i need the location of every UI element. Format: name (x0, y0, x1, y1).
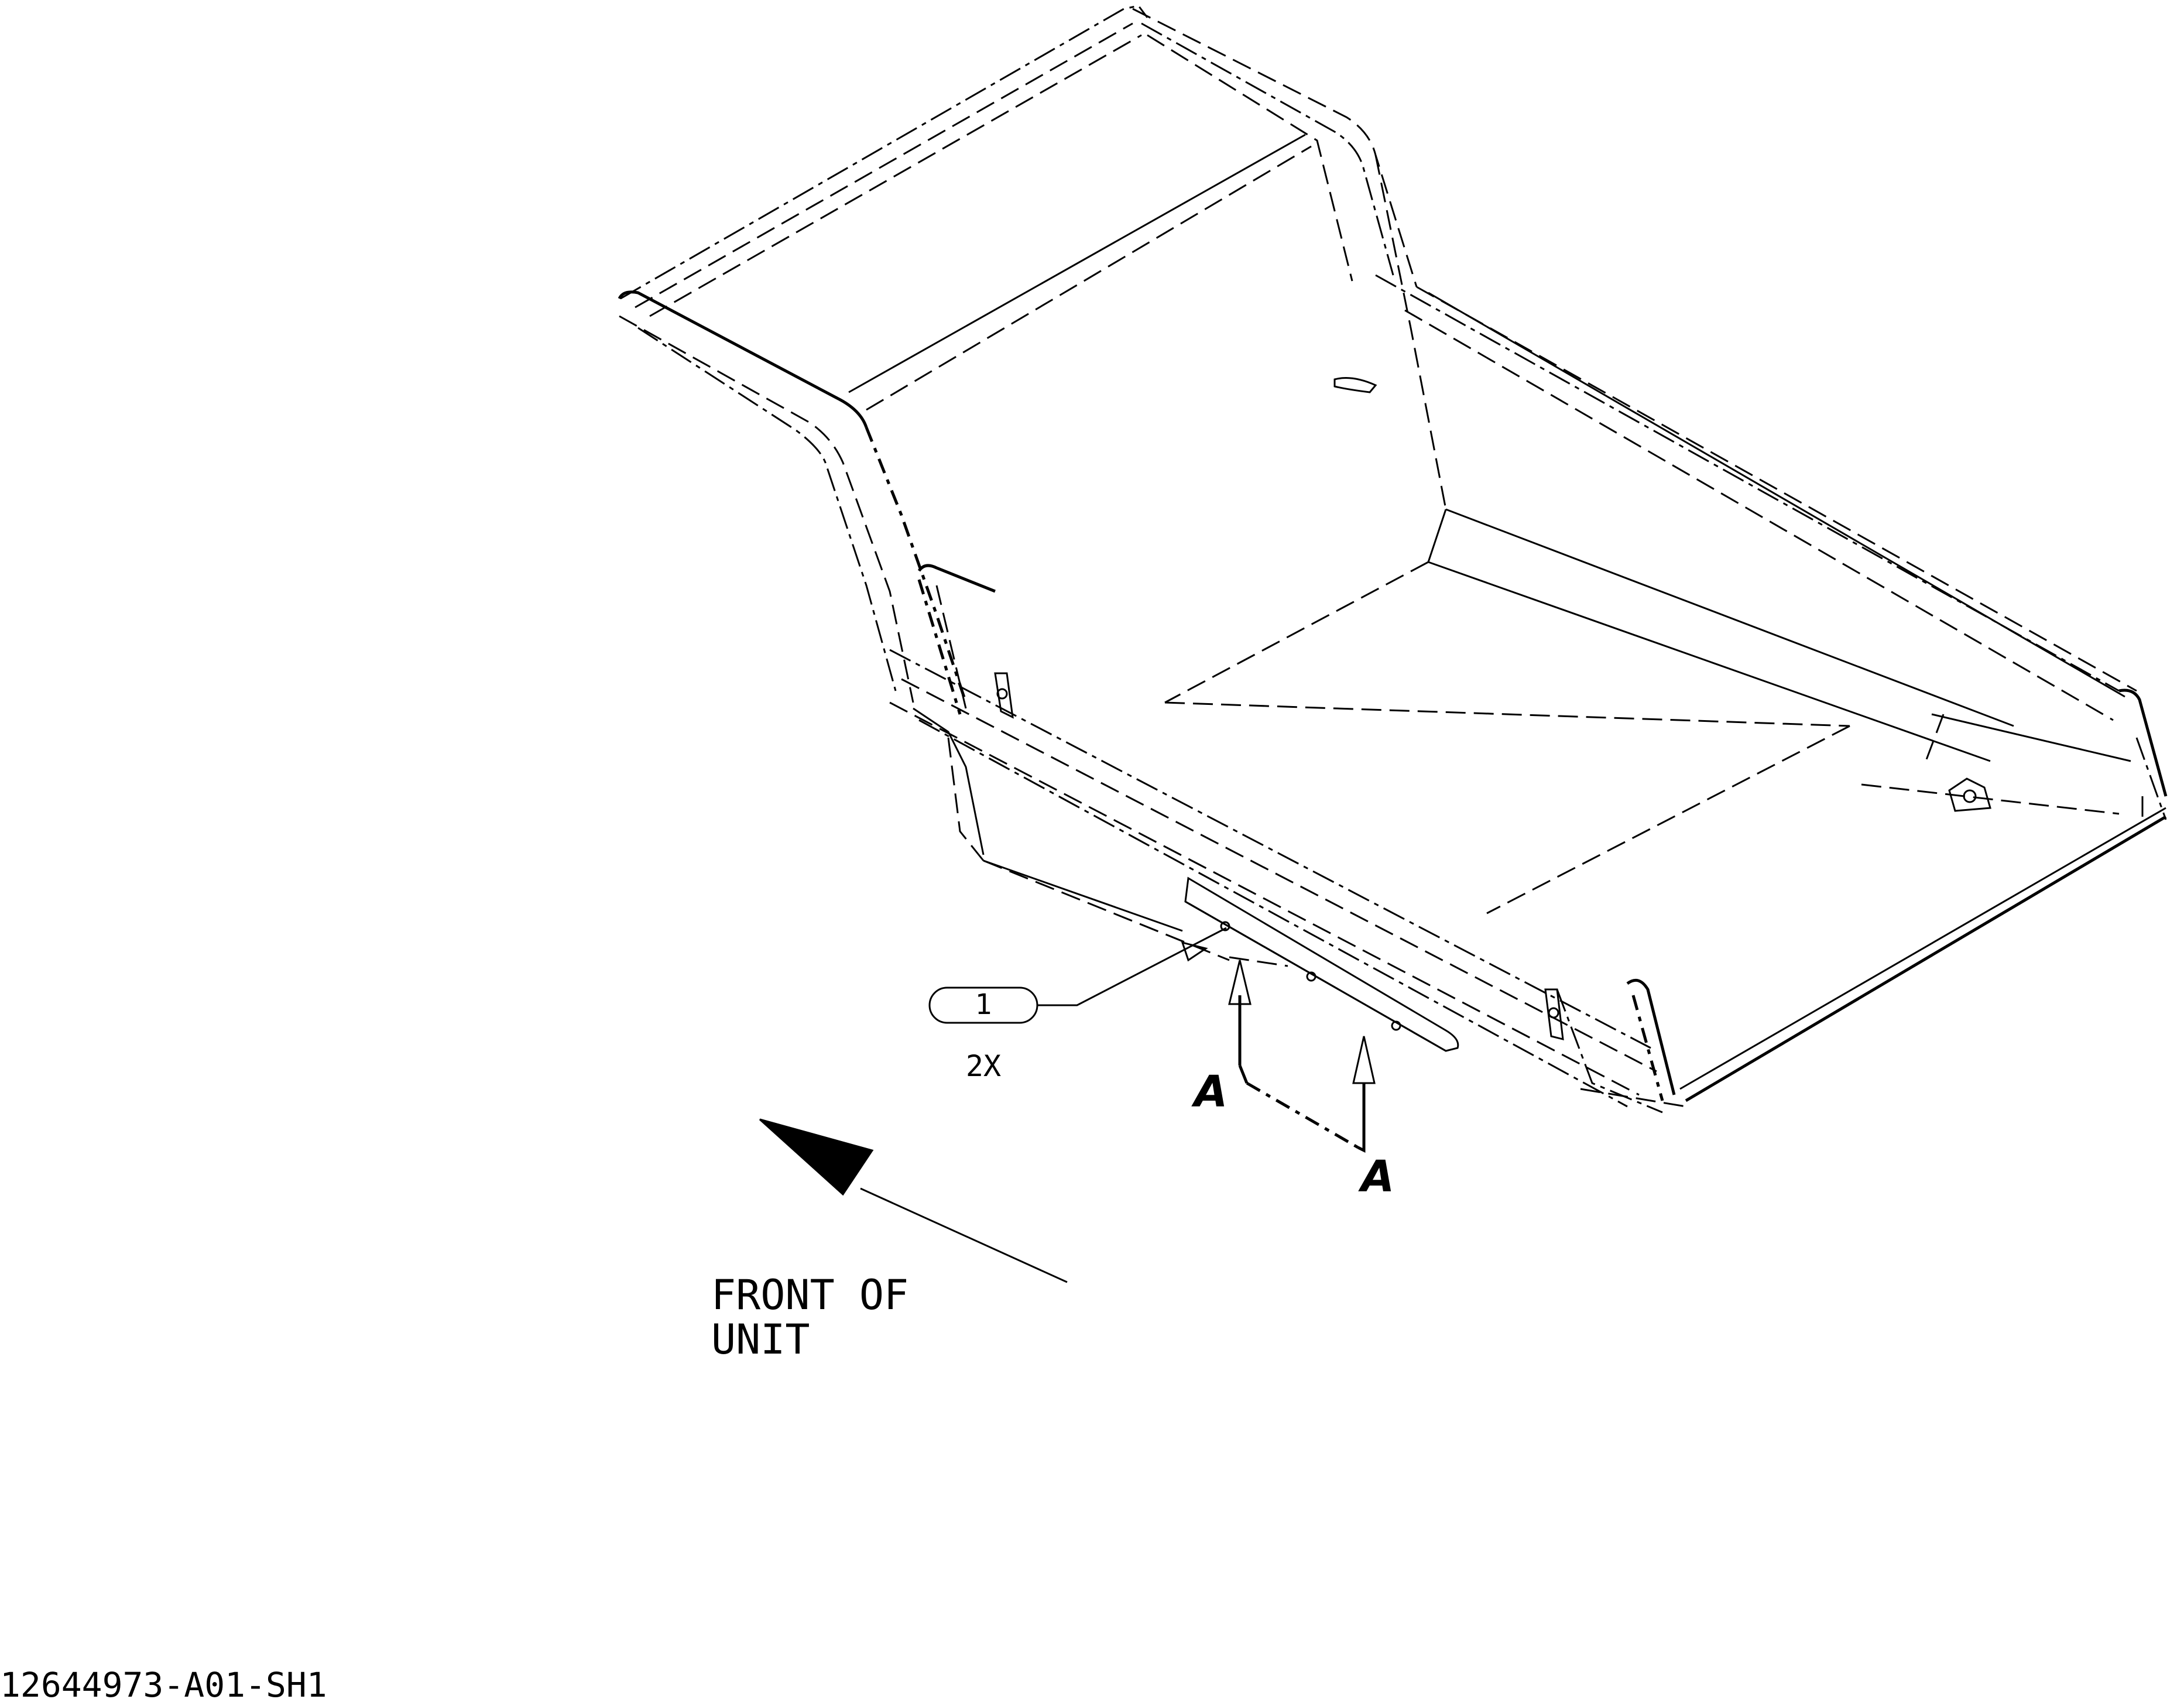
item-callout: 1 2X (928, 927, 1227, 1083)
front-of-unit-line1: FRONT OF (711, 1271, 908, 1319)
section-cut-line: A A (1191, 960, 1394, 1202)
arrow-head-icon (759, 1118, 874, 1196)
dump-bed-outline (618, 5, 2168, 1114)
item-1-strip (1181, 876, 1459, 1052)
front-direction-arrow (759, 1118, 1068, 1283)
front-of-unit-line2: UNIT (711, 1316, 810, 1364)
section-label-right: A (1358, 1152, 1394, 1202)
callout-quantity: 2X (966, 1049, 1001, 1083)
callout-balloon (928, 986, 1038, 1024)
callout-number: 1 (975, 988, 992, 1021)
drawing-number: 12644973-A01-SH1 (0, 1665, 327, 1699)
section-label-left: A (1191, 1067, 1228, 1117)
